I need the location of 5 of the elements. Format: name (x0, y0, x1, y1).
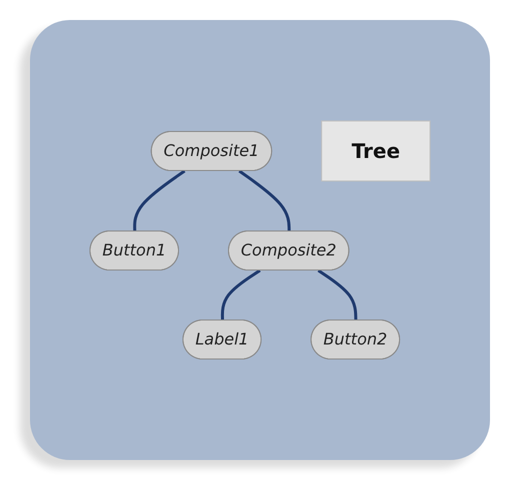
connector (220, 269, 261, 321)
connector (133, 170, 186, 232)
connector (238, 170, 291, 232)
connector (318, 269, 358, 321)
node-box: Tree (321, 120, 430, 182)
